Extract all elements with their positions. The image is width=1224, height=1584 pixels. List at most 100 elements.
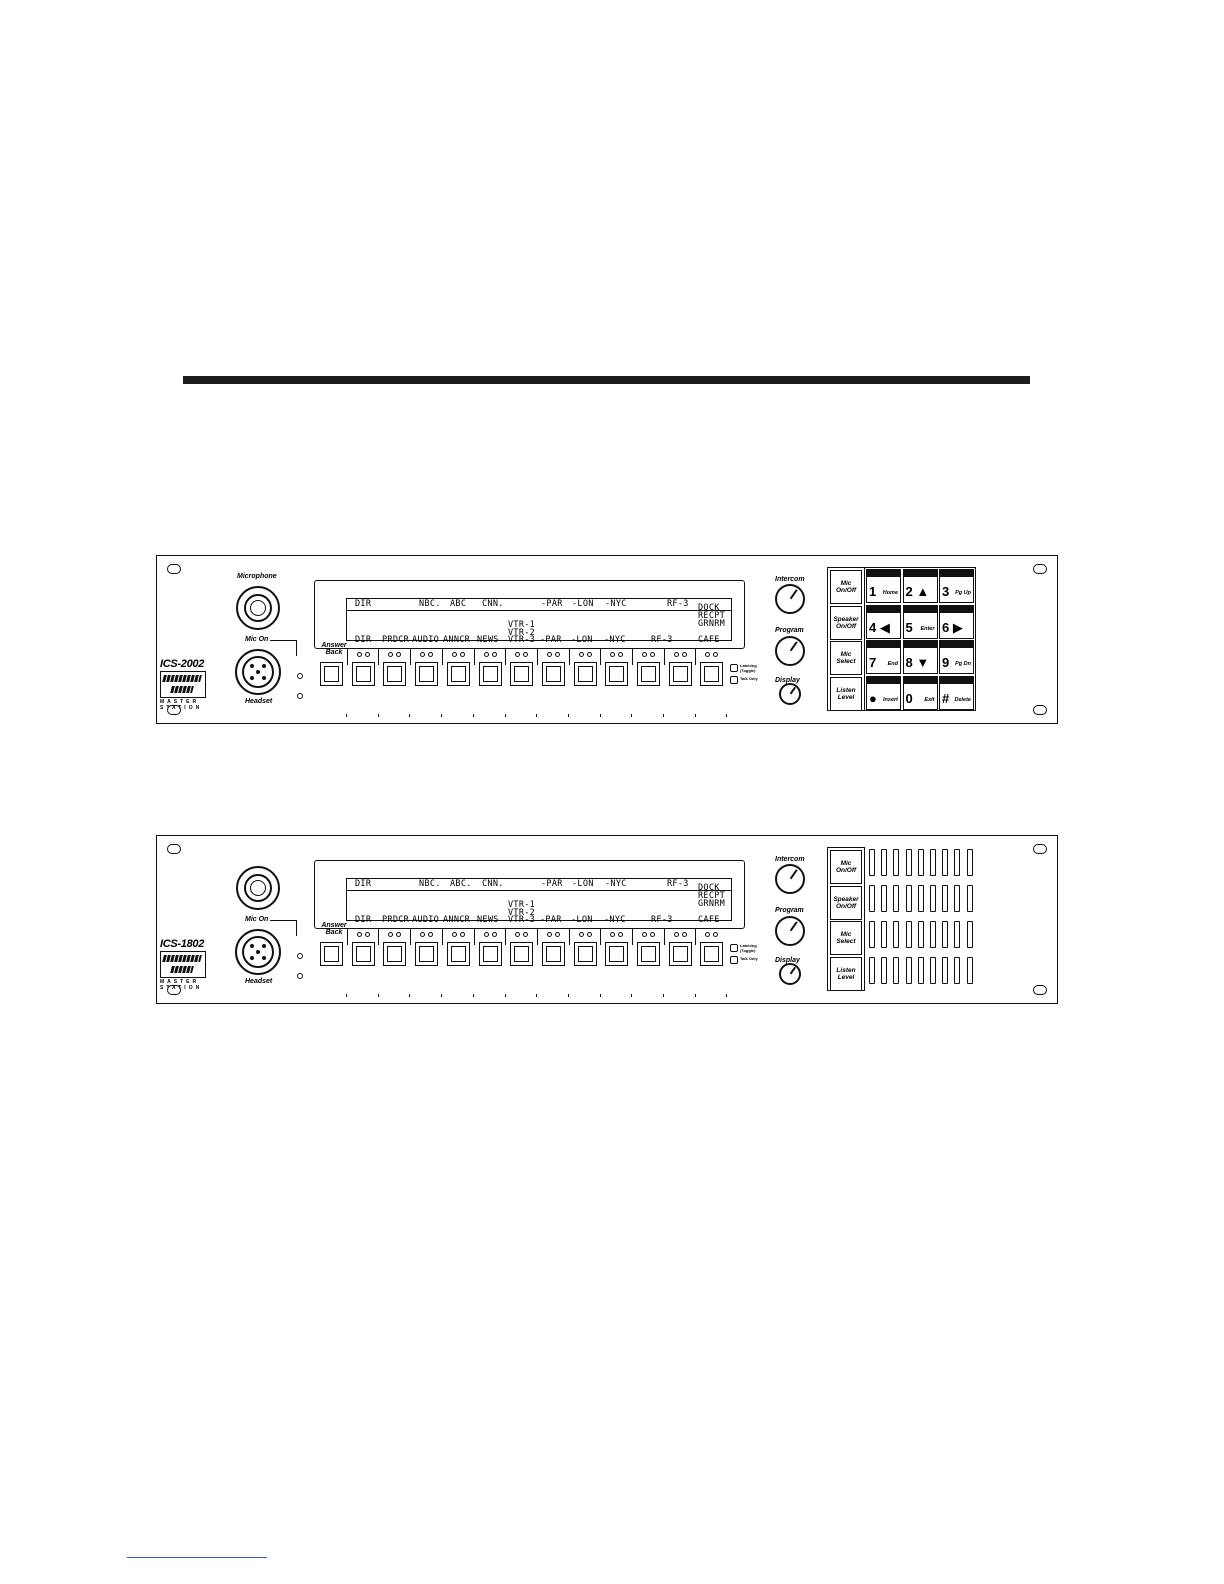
knob-pointer xyxy=(790,589,798,600)
intercom-key[interactable] xyxy=(415,942,439,966)
key-label-strip xyxy=(867,570,900,577)
matrix-plus-logo xyxy=(160,951,206,978)
grille-slot xyxy=(917,885,924,912)
speaker-on-off-button[interactable]: Speaker On/Off xyxy=(830,605,862,640)
key-divider xyxy=(568,649,570,665)
key-led xyxy=(673,652,679,657)
knob-pointer xyxy=(790,687,796,695)
intercom-key[interactable] xyxy=(541,942,565,966)
grille-slot xyxy=(869,849,875,876)
xlr-pin xyxy=(250,956,254,960)
intercom-key[interactable] xyxy=(700,942,724,966)
intercom-volume-knob[interactable] xyxy=(775,584,805,614)
answer-back-button[interactable] xyxy=(320,942,343,966)
intercom-key[interactable] xyxy=(351,662,375,686)
display-right-label: DOCK xyxy=(698,883,720,893)
display-contrast-knob[interactable] xyxy=(779,683,801,705)
intercom-key[interactable] xyxy=(478,942,502,966)
intercom-key[interactable] xyxy=(573,942,597,966)
key-led xyxy=(483,932,489,937)
key-led xyxy=(364,652,370,657)
listen-level-button[interactable]: Listen Level xyxy=(830,956,862,991)
intercom-volume-knob[interactable] xyxy=(775,864,805,894)
keypad-key[interactable]: 4 ◀ xyxy=(866,604,901,639)
listen-level-button[interactable]: Listen Level xyxy=(830,676,862,711)
program-volume-knob[interactable] xyxy=(775,636,805,666)
intercom-key[interactable] xyxy=(351,942,375,966)
display-top-label: NBC. xyxy=(419,879,441,889)
mic-select-button[interactable]: Mic Select xyxy=(830,641,862,675)
key-tab xyxy=(536,994,538,997)
display-top-label: -PAR xyxy=(541,599,563,609)
keypad-key-sublabel: Pg Up xyxy=(955,590,971,596)
intercom-key[interactable] xyxy=(541,662,565,686)
key-label-strip xyxy=(903,570,937,577)
answer-back-button[interactable] xyxy=(320,662,343,686)
microphone-jack[interactable] xyxy=(236,866,280,910)
display-middle-label: VTR-2 xyxy=(508,628,536,638)
intercom-key[interactable] xyxy=(446,662,470,686)
intercom-label: Intercom xyxy=(775,856,805,863)
key-label-strip xyxy=(903,605,937,613)
key-led xyxy=(578,652,584,657)
headset-xlr-connector[interactable] xyxy=(235,649,281,695)
intercom-key[interactable] xyxy=(415,662,439,686)
intercom-key[interactable] xyxy=(446,942,470,966)
intercom-key[interactable] xyxy=(605,942,629,966)
microphone-jack[interactable] xyxy=(236,586,280,630)
key-led xyxy=(459,932,465,937)
key-divider xyxy=(441,929,443,945)
keypad-key[interactable]: ●Insert xyxy=(866,675,901,710)
display-bottom-label: ANNCR xyxy=(443,915,471,925)
key-led xyxy=(515,932,521,937)
intercom-key[interactable] xyxy=(478,662,502,686)
key-led xyxy=(428,932,434,937)
key-led xyxy=(618,652,624,657)
keypad-key-label: # xyxy=(942,690,950,706)
display-bottom-label: NEWS xyxy=(477,635,499,645)
intercom-key[interactable] xyxy=(383,942,407,966)
intercom-key[interactable] xyxy=(573,662,597,686)
intercom-key[interactable] xyxy=(637,662,660,686)
display-bottom-label: CAFE xyxy=(698,915,720,925)
footer-link-underline[interactable] xyxy=(127,1557,267,1558)
intercom-key[interactable] xyxy=(510,942,534,966)
mic-on-led xyxy=(297,953,303,959)
mic-on-off-button[interactable]: Mic On/Off xyxy=(830,850,862,884)
display-top-label: -LON xyxy=(572,879,594,889)
intercom-key[interactable] xyxy=(383,662,407,686)
mic-on-off-button[interactable]: Mic On/Off xyxy=(830,570,862,604)
program-volume-knob[interactable] xyxy=(775,916,805,946)
intercom-key[interactable] xyxy=(700,662,724,686)
key-led xyxy=(546,932,552,937)
intercom-key[interactable] xyxy=(637,942,660,966)
keypad-key[interactable]: #Delete xyxy=(939,675,974,710)
display-contrast-knob[interactable] xyxy=(779,963,801,985)
intercom-key[interactable] xyxy=(605,662,629,686)
keypad-key[interactable]: 8 ▼ xyxy=(902,640,938,674)
intercom-key[interactable] xyxy=(510,662,534,686)
display-bottom-label: -PAR xyxy=(540,635,562,645)
key-led xyxy=(650,652,655,657)
display-right-label: DOCK xyxy=(698,603,720,613)
speaker-on-off-button[interactable]: Speaker On/Off xyxy=(830,885,862,920)
intercom-key[interactable] xyxy=(668,942,692,966)
key-led xyxy=(554,652,560,657)
keypad-key[interactable]: 6 ▶ xyxy=(939,604,974,639)
keypad-key-sublabel: Enter xyxy=(920,625,935,632)
keypad-key[interactable]: 2 ▲ xyxy=(902,569,938,603)
headset-xlr-connector[interactable] xyxy=(235,929,281,975)
intercom-key[interactable] xyxy=(668,662,692,686)
mic-select-button[interactable]: Mic Select xyxy=(830,921,862,955)
key-tab xyxy=(726,994,728,997)
